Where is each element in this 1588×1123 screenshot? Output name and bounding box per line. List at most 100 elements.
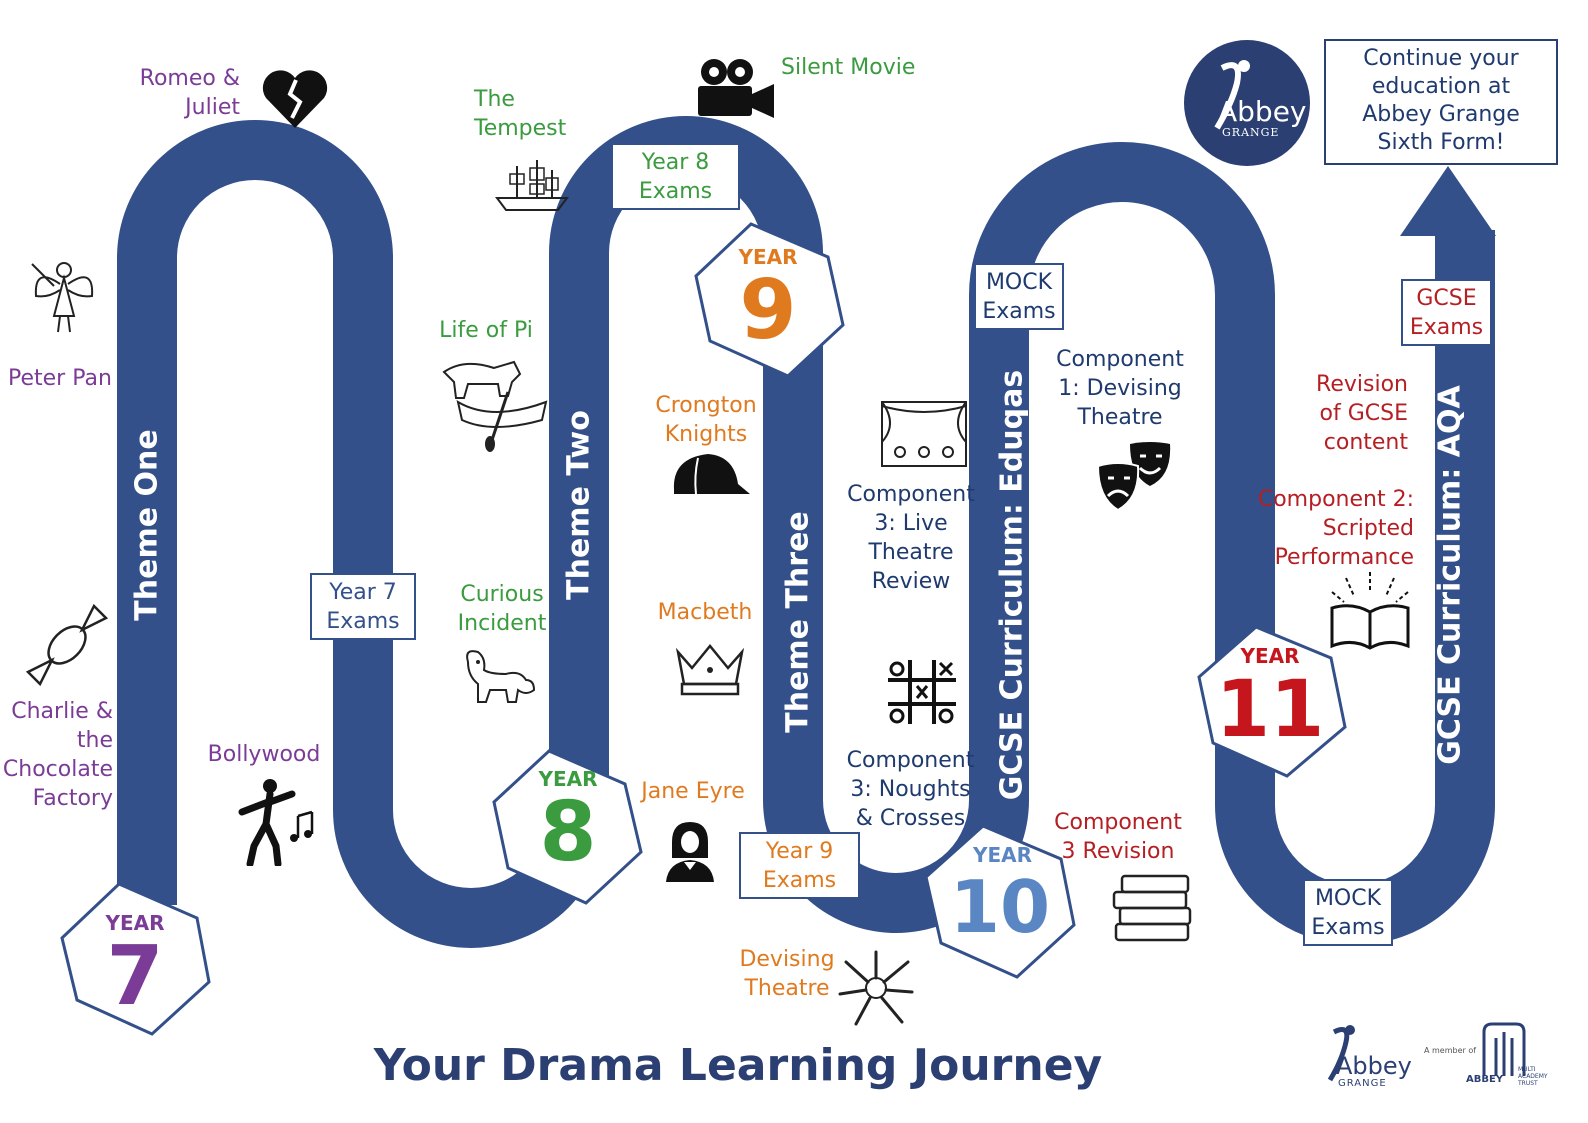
topic-life-of-pi: Life of Pi [430, 316, 542, 345]
year9-number: 9 [739, 263, 797, 358]
topic-devising: Devising Theatre [730, 945, 844, 1003]
abbey-grange-logo [1184, 40, 1310, 166]
sixth-line1: Continue your [1363, 46, 1519, 71]
life-of-pi-line1: Life of Pi [439, 318, 533, 343]
year8-number: 8 [539, 785, 597, 880]
trust-sub-line1: MULTI [1518, 1066, 1536, 1073]
tempest-line2: Tempest [474, 116, 567, 141]
sweet-candy-icon [25, 603, 109, 687]
comp2-line1: Component 2: [1257, 487, 1414, 512]
topic-charlie: Charlie & the Chocolate Factory [0, 697, 113, 813]
comp3-live-line1: Component [847, 482, 975, 507]
topic-comp3-revision: Component 3 Revision [1046, 808, 1190, 866]
trust-sub-line3: TRUST [1518, 1080, 1538, 1087]
comp1-line2: 1: Devising [1058, 376, 1182, 401]
gcse-exams-line2: Exams [1409, 315, 1484, 340]
year8-hexagon [492, 749, 643, 905]
year7-hexagon [60, 882, 211, 1036]
open-book-sparkle-icon [1330, 572, 1410, 650]
year7-exams-line2: Exams [326, 609, 400, 634]
year8-badge: YEAR 8 [518, 768, 618, 876]
hands-circle-icon [838, 950, 914, 1026]
logo-abbey-text: Abbey [1218, 95, 1307, 128]
topic-comp3-noughts: Component 3: Noughts & Crosses [838, 746, 983, 833]
trust-sub-line2: ACADEMY [1518, 1073, 1548, 1080]
mock2-line2: Exams [1311, 915, 1385, 940]
charlie-line2: the [76, 728, 113, 753]
year7-exams-box: Year 7 Exams [310, 573, 416, 640]
sixth-line3: Abbey Grange [1362, 102, 1520, 127]
page-title: Your Drama Learning Journey [373, 1040, 1103, 1091]
topic-comp3-live: Component 3: Live Theatre Review [842, 480, 980, 596]
jane-eyre-line1: Jane Eyre [641, 779, 745, 804]
topic-macbeth: Macbeth [650, 598, 760, 627]
revision-line2: of GCSE [1319, 401, 1408, 426]
sixth-line4: Sixth Form! [1377, 130, 1505, 155]
crongton-line1: Crongton [655, 393, 757, 418]
comp3-noughts-line2: 3: Noughts [850, 777, 971, 802]
footer-trust-name: ABBEY [1466, 1074, 1504, 1085]
year10-number: 10 [949, 865, 1051, 949]
curious-line2: Incident [457, 611, 547, 636]
mock-exams-box-2: MOCK Exams [1303, 879, 1393, 946]
year9-word: YEAR [738, 245, 798, 269]
topic-crongton: Crongton Knights [646, 391, 766, 449]
tempest-line1: The [474, 87, 515, 112]
theatre-stage-icon [881, 401, 967, 467]
year11-number: 11 [1215, 665, 1325, 755]
year10-word: YEAR [973, 843, 1033, 867]
noughts-crosses-icon [888, 660, 956, 724]
year9-exams-line2: Exams [762, 868, 837, 893]
logo-grange-text: GRANGE [1222, 126, 1280, 139]
crown-icon [675, 644, 745, 696]
year8-exams-box: Year 8 Exams [611, 143, 740, 210]
broken-heart-icon [262, 70, 328, 128]
year8-exams-line1: Year 8 [641, 150, 710, 175]
mock1-line1: MOCK [985, 270, 1053, 295]
comp3-noughts-line1: Component [846, 748, 975, 773]
comp3-live-line4: Review [871, 569, 951, 594]
comp3-noughts-line3: & Crosses [855, 806, 966, 831]
year8-exams-line2: Exams [638, 179, 713, 204]
tiger-boat-icon [442, 360, 548, 452]
film-camera-icon [698, 59, 774, 118]
topic-revision-gcse: Revision of GCSE content [1286, 370, 1408, 457]
topic-curious-incident: Curious Incident [450, 580, 554, 638]
theatre-masks-icon [1096, 442, 1171, 512]
topic-peter-pan: Peter Pan [8, 364, 128, 393]
topic-jane-eyre: Jane Eyre [636, 777, 750, 806]
year11-word: YEAR [1240, 644, 1300, 668]
comp2-line3: Performance [1274, 545, 1414, 570]
topic-comp1: Component 1: Devising Theatre [1046, 345, 1194, 432]
trust-logo [1482, 1022, 1526, 1076]
year9-badge: YEAR 9 [718, 246, 818, 354]
romeo-line1: Romeo & [139, 66, 240, 91]
books-stack-icon [1112, 874, 1192, 942]
comp1-line3: Theatre [1077, 405, 1163, 430]
year10-badge: YEAR 10 [935, 844, 1065, 948]
sixth-line2: education at [1371, 74, 1511, 99]
topic-silent-movie: Silent Movie [781, 53, 931, 82]
comp3-live-line2: 3: Live [874, 511, 948, 536]
bollywood-line1: Bollywood [207, 742, 321, 767]
comp2-line2: Scripted [1322, 516, 1414, 541]
dancer-icon [238, 779, 314, 866]
topic-bollywood: Bollywood [200, 740, 328, 769]
year11-hexagon [1197, 625, 1347, 778]
comp3-live-line3: Theatre [868, 540, 954, 565]
fairy-icon [31, 262, 94, 333]
curious-line1: Curious [460, 582, 544, 607]
year9-hexagon [694, 222, 845, 378]
mock2-line1: MOCK [1314, 886, 1382, 911]
gcse-exams-line1: GCSE [1416, 286, 1477, 311]
revision-line3: content [1323, 430, 1408, 455]
cap-icon [673, 454, 750, 495]
crongton-line2: Knights [664, 422, 748, 447]
dog-icon [466, 650, 536, 703]
year9-exams-box: Year 9 Exams [739, 832, 860, 899]
topic-tempest: The Tempest [474, 85, 594, 143]
year11-badge: YEAR 11 [1210, 645, 1330, 753]
ship-icon [495, 160, 569, 211]
topic-comp2: Component 2: Scripted Performance [1246, 485, 1414, 572]
